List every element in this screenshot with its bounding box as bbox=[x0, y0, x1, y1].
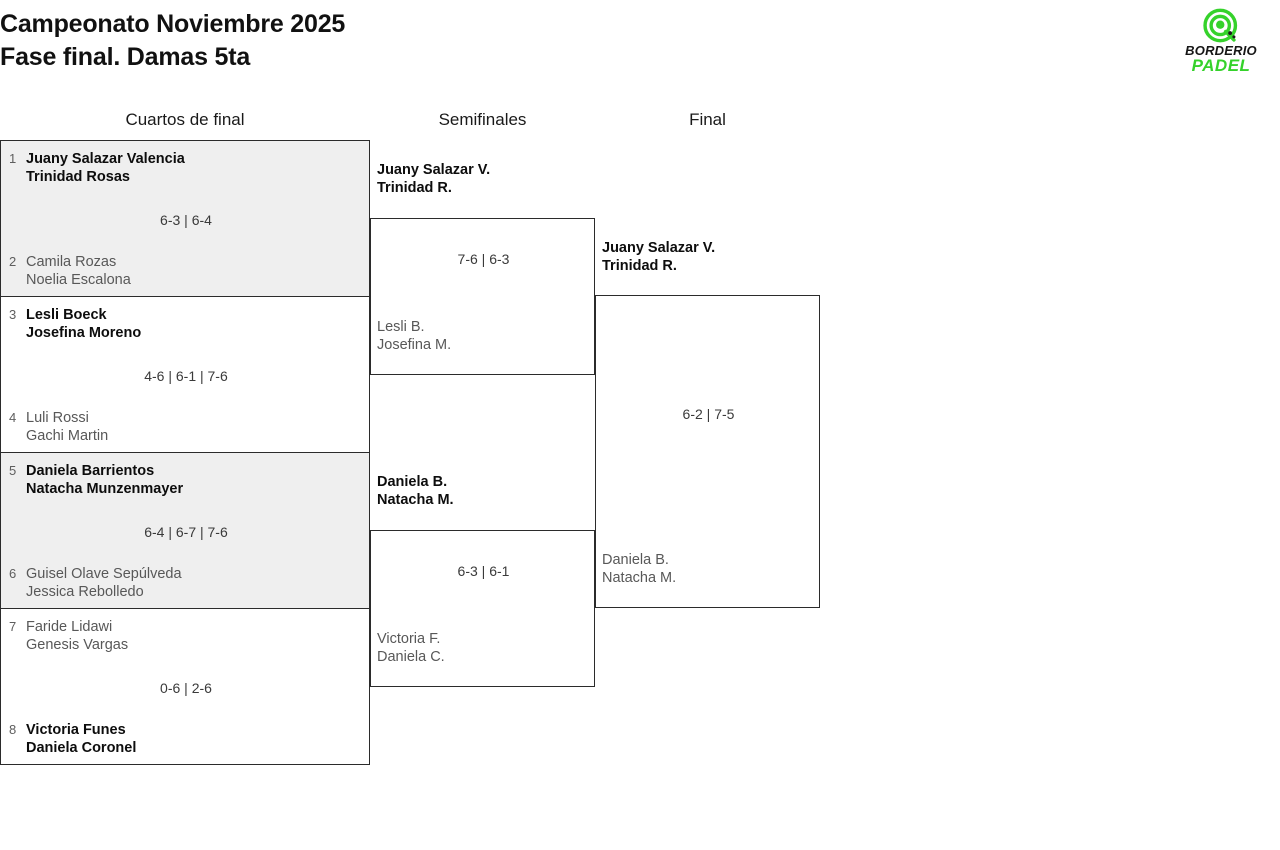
team-loser: Luli Rossi Gachi Martin bbox=[26, 409, 108, 445]
match-box-qf-1[interactable]: 1 Juany Salazar Valencia Trinidad Rosas … bbox=[0, 140, 370, 297]
player-name-2: Daniela Coronel bbox=[26, 740, 137, 756]
player-name-2: Noelia Escalona bbox=[26, 272, 131, 288]
player-name-1: Daniela Barrientos bbox=[26, 463, 155, 479]
team-winner: Lesli Boeck Josefina Moreno bbox=[26, 306, 141, 342]
match-box-sf-1[interactable]: 7-6 | 6-3 Lesli B. Josefina M. bbox=[370, 218, 595, 375]
team-loser: Daniela B. Natacha M. bbox=[602, 551, 676, 587]
match-box-sf-2[interactable]: 6-3 | 6-1 Victoria F. Daniela C. bbox=[370, 530, 595, 687]
match-box-qf-2[interactable]: 3 Lesli Boeck Josefina Moreno 4-6 | 6-1 … bbox=[0, 296, 370, 453]
logo-text-padel: PADEL bbox=[1191, 56, 1251, 75]
team-winner: Victoria Funes Daniela Coronel bbox=[26, 721, 136, 757]
title-line-1: Campeonato Noviembre 2025 bbox=[0, 10, 346, 38]
match-score: 0-6 | 2-6 bbox=[160, 680, 212, 696]
round-heading-semifinals: Semifinales bbox=[438, 110, 527, 129]
seed-number: 5 bbox=[9, 463, 17, 478]
team-loser: Camila Rozas Noelia Escalona bbox=[26, 253, 131, 289]
player-name-2: Josefina Moreno bbox=[26, 325, 142, 341]
match-score: 4-6 | 6-1 | 7-6 bbox=[144, 368, 228, 384]
player-name-2: Josefina M. bbox=[377, 337, 452, 353]
match-box-qf-4[interactable]: 7 Faride Lidawi Genesis Vargas 0-6 | 2-6… bbox=[0, 608, 370, 765]
match-score: 6-3 | 6-4 bbox=[160, 212, 212, 228]
final-team-winner: Juany Salazar V. Trinidad R. bbox=[602, 239, 715, 275]
seed-number: 2 bbox=[9, 254, 17, 269]
padel-ball-at-icon bbox=[1203, 8, 1238, 43]
player-name-2: Jessica Rebolledo bbox=[26, 584, 144, 600]
sf-2-team-winner: Daniela B. Natacha M. bbox=[377, 473, 454, 509]
player-name-2: Trinidad Rosas bbox=[26, 169, 130, 185]
logo-text-borderio: BORDERIO bbox=[1185, 43, 1257, 58]
player-name-2: Gachi Martin bbox=[26, 428, 109, 444]
title-line-2: Fase final. Damas 5ta bbox=[0, 43, 251, 71]
player-name-1: Victoria Funes bbox=[26, 722, 126, 738]
player-name-2: Daniela C. bbox=[377, 649, 445, 665]
seed-number: 8 bbox=[9, 722, 17, 737]
player-name-2: Genesis Vargas bbox=[26, 637, 129, 653]
team-winner: Daniela Barrientos Natacha Munzenmayer bbox=[26, 462, 183, 498]
player-name-1: Victoria F. bbox=[377, 631, 441, 647]
page-title: Campeonato Noviembre 2025 Fase final. Da… bbox=[0, 8, 345, 74]
player-name-2: Trinidad R. bbox=[377, 180, 452, 196]
team-loser: Faride Lidawi Genesis Vargas bbox=[26, 618, 128, 654]
player-name-1: Daniela B. bbox=[602, 552, 669, 568]
player-name-2: Natacha M. bbox=[602, 570, 677, 586]
player-name-1: Juany Salazar V. bbox=[377, 162, 491, 178]
round-heading-quarterfinals: Cuartos de final bbox=[125, 110, 245, 129]
brand-logo: BORDERIO PADEL bbox=[1176, 8, 1266, 75]
team-loser: Victoria F. Daniela C. bbox=[377, 630, 445, 666]
seed-number: 3 bbox=[9, 307, 17, 322]
round-heading-final: Final bbox=[689, 110, 726, 129]
seed-number: 4 bbox=[9, 410, 17, 425]
sf-1-team-winner: Juany Salazar V. Trinidad R. bbox=[377, 161, 490, 197]
team-loser: Guisel Olave Sepúlveda Jessica Rebolledo bbox=[26, 565, 182, 601]
match-box-final[interactable]: 6-2 | 7-5 Daniela B. Natacha M. bbox=[595, 295, 820, 608]
match-box-qf-3[interactable]: 5 Daniela Barrientos Natacha Munzenmayer… bbox=[0, 452, 370, 609]
team-winner: Juany Salazar Valencia Trinidad Rosas bbox=[26, 150, 185, 186]
seed-number: 7 bbox=[9, 619, 17, 634]
player-name-1: Lesli B. bbox=[377, 319, 425, 335]
player-name-1: Juany Salazar Valencia bbox=[26, 151, 185, 167]
match-score: 6-2 | 7-5 bbox=[682, 406, 735, 422]
player-name-2: Natacha M. bbox=[377, 492, 454, 508]
match-score: 6-4 | 6-7 | 7-6 bbox=[144, 524, 228, 540]
match-score: 7-6 | 6-3 bbox=[457, 251, 510, 267]
seed-number: 1 bbox=[9, 151, 17, 166]
team-loser: Lesli B. Josefina M. bbox=[377, 318, 451, 354]
seed-number: 6 bbox=[9, 566, 17, 581]
player-name-1: Guisel Olave Sepúlveda bbox=[26, 566, 182, 582]
player-name-1: Luli Rossi bbox=[26, 410, 89, 426]
match-score: 6-3 | 6-1 bbox=[457, 563, 510, 579]
player-name-1: Camila Rozas bbox=[26, 254, 117, 270]
player-name-2: Trinidad R. bbox=[602, 258, 677, 274]
player-name-1: Juany Salazar V. bbox=[602, 240, 716, 256]
player-name-1: Daniela B. bbox=[377, 474, 448, 490]
player-name-1: Faride Lidawi bbox=[26, 619, 113, 635]
player-name-1: Lesli Boeck bbox=[26, 307, 107, 323]
player-name-2: Natacha Munzenmayer bbox=[26, 481, 184, 497]
